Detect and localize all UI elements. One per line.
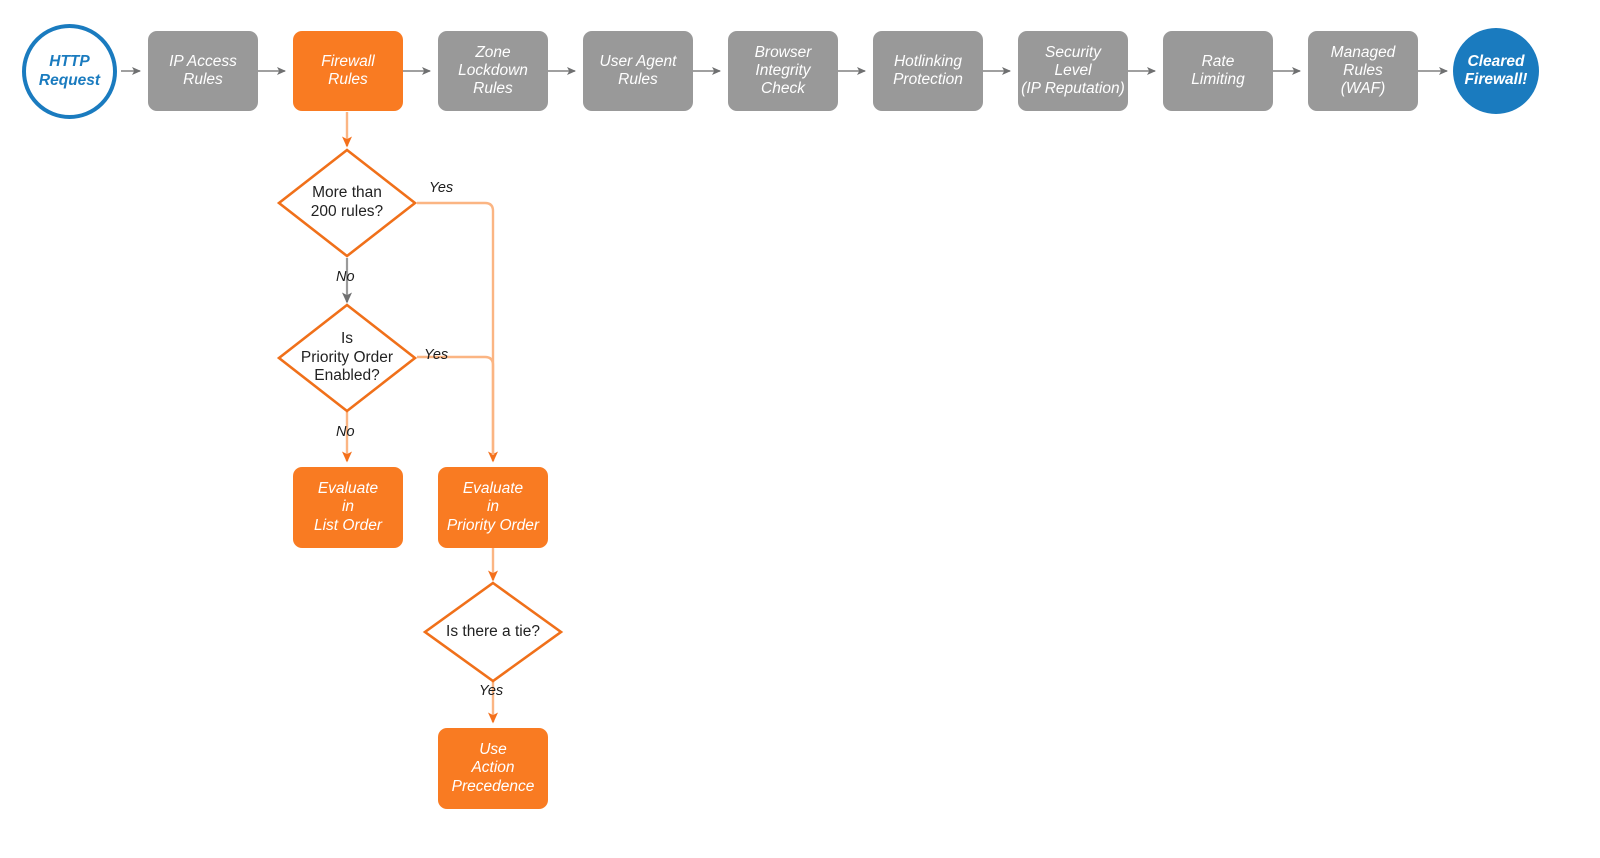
decision-is-there-a-tie[interactable]: Is there a tie? [422, 581, 564, 683]
edge-label-priority-order-enabled-no: No [336, 424, 355, 440]
diamond-shape [276, 148, 418, 258]
edge-label-more-than-200-rules-yes: Yes [429, 180, 454, 196]
diamond-shape [422, 581, 564, 683]
decision-label: Is there a tie? [446, 622, 540, 640]
edge-label-is-there-a-tie-yes: Yes [479, 683, 504, 699]
edge-label-priority-order-enabled-yes: Yes [424, 347, 449, 363]
diamond-shape [276, 303, 418, 413]
edge-label-more-than-200-rules-no: No [336, 269, 355, 285]
